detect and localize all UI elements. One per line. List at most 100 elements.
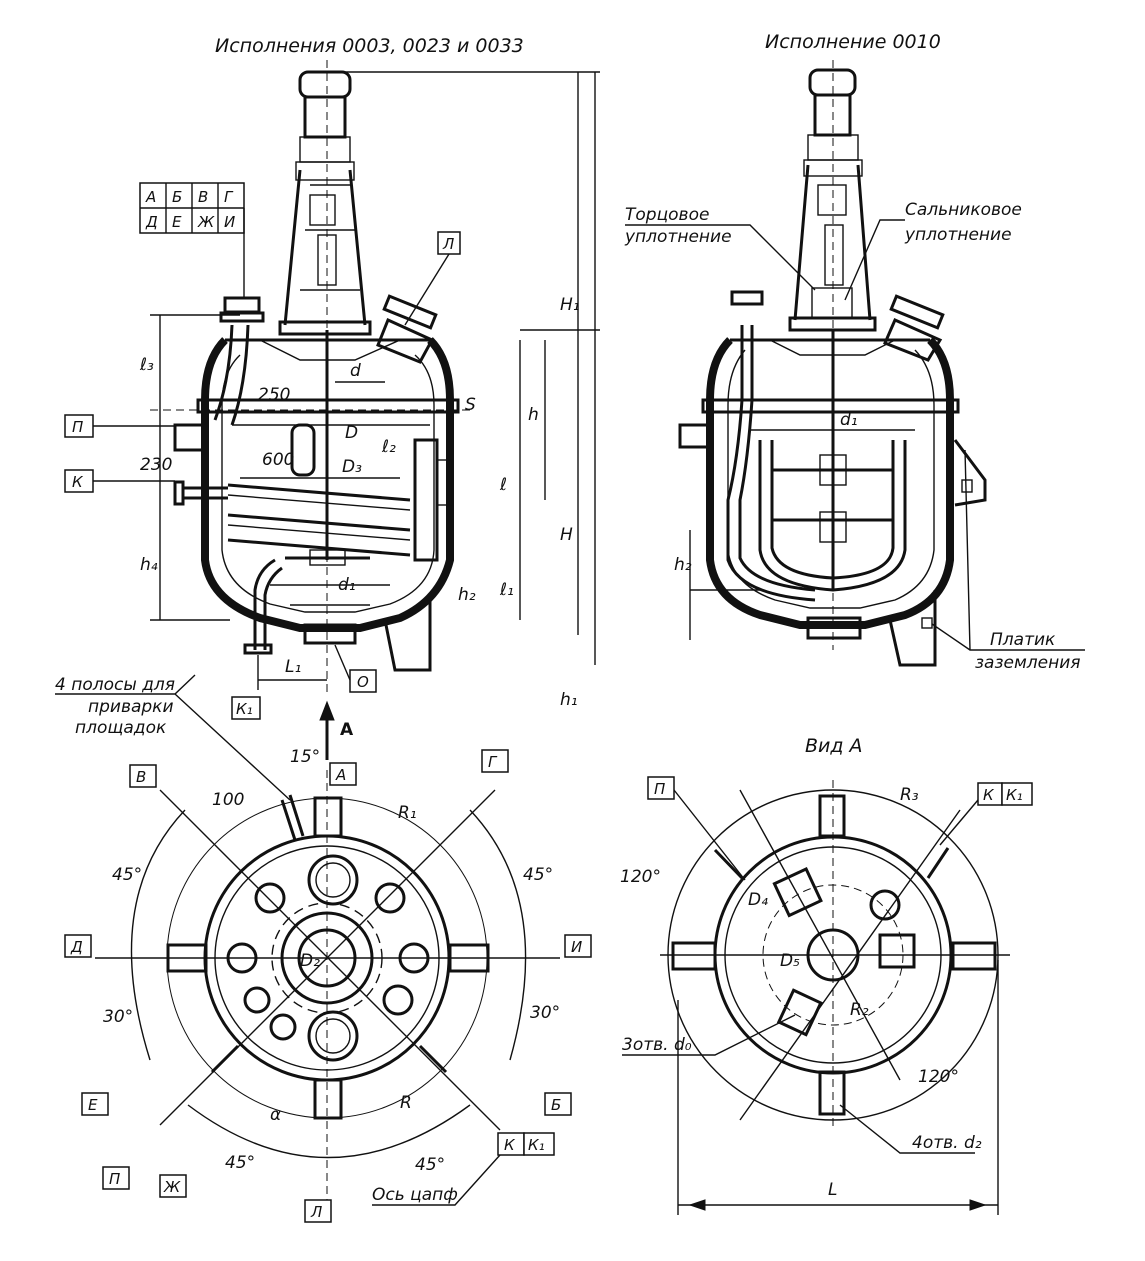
plan-label-r: R [400,1093,412,1113]
level-gauge [290,423,316,477]
gland-seal-leader [844,219,905,301]
va-port-top-right [869,889,901,921]
r-body-flange [701,398,960,414]
plan-diagonals [159,789,501,1131]
nozzle-k-pipe [183,486,228,500]
plan-label-v: В [136,768,146,786]
port-e [243,986,271,1014]
plan-lower-arc [187,1104,471,1159]
trunnion-axis-leader [372,1154,501,1206]
plan-dim-100: 100 [212,790,244,810]
plan-side-arcs [130,809,527,1061]
plan-box-e [81,1092,109,1116]
table-cell-i: И [224,213,235,231]
va-label-r2: R₂ [850,1000,869,1020]
va-angle-120-left: 120° [620,867,661,887]
plan-label-d2: D₂ [300,951,320,971]
plan-label-k1: К₁ [528,1136,545,1154]
dim-label-L1: L₁ [285,657,301,677]
va-leader-k [939,799,979,846]
strips-text-1: 4 полосы для [55,675,175,695]
port-bottom [307,1010,359,1062]
plan-label-e: Е [88,1096,98,1114]
plan-angle-30-left: 30° [103,1007,133,1027]
face-seal-leader [625,224,816,291]
dim-label-l1: ℓ₁ [499,580,514,600]
dip-pipe-top-2 [230,324,250,426]
va-label-r3: R₃ [900,785,919,805]
dim-label-h2-right: h₂ [674,555,692,575]
port-bottom-inner [315,1018,351,1054]
r-lug-detail [961,479,973,493]
dim-label-D3: D₃ [342,457,362,477]
r-vessel-inner-wall [727,349,935,609]
va-holes-3-leader [622,1014,796,1056]
left-plan-view: А В Г Д И Е Б П Ж Л К К₁ 15° 100 45° 45°… [64,747,592,1223]
va-diagonals [739,789,961,1121]
va-lug-left [671,941,717,971]
motor-cap [298,70,352,99]
r-side-lug [953,439,987,507]
motor-flange [299,136,351,163]
plan-box-v [129,764,157,788]
va-holes-4-leader [839,1104,975,1154]
table-cell-b: Б [172,188,182,206]
anchor-agitator [758,440,907,592]
va-port-bottom [776,988,823,1037]
dim-label-l3: ℓ₃ [139,355,154,375]
plan-angle-45-br: 45° [415,1155,445,1175]
label-k-left: К [72,473,84,491]
dim-h2-right-line [689,530,760,640]
plan-label-g: Г [488,753,498,771]
view-a-plan: П К К₁ R₃ D₄ D₅ R₂ 120° 120° L 3отв. d₀ … [620,776,1033,1215]
ground-pad-text-2: заземления [975,653,1081,673]
table-cell-v: В [198,188,208,206]
nozzle-p-flange [173,423,207,452]
lug-bottom [313,1078,343,1120]
strips-text-2: приварки [88,697,174,717]
r-drive-frame [793,164,872,321]
dim-label-small-h1: h₁ [560,690,578,710]
dim-h4-line [150,314,240,621]
dim-label-250: 250 [258,385,290,405]
plan-label-a: А [335,766,346,784]
dim-h-line [519,329,600,620]
r-ground-pad [921,617,933,629]
va-axes [660,954,1010,1215]
bottom-nozzles [210,1044,448,1074]
plan-angle-15: 15° [290,747,320,767]
va-side-nozzles [713,847,950,880]
plan-label-d: Д [70,938,83,956]
top-left-nozzle-base [219,311,265,323]
drive-frame [283,169,367,326]
dim-label-230: 230 [140,455,172,475]
plan-angle-30-right: 30° [530,1003,560,1023]
port-top-inner [315,862,351,898]
dim-h1-line [345,71,600,665]
lug-top [313,796,343,838]
vessel-jacket [201,337,454,632]
dim-label-S: S [465,395,476,415]
r-coupling [817,184,847,216]
plan-box-k1 [523,1132,555,1156]
view-a-arrow-label: А [340,720,354,740]
plan-box-zh [159,1174,187,1198]
label-box-o [349,669,377,693]
plan-angle-alpha: α [270,1105,281,1125]
bottom-outlet [303,623,357,645]
leader-l-top [404,253,450,326]
nozzle-l [376,317,435,364]
nozzle-table-grid [140,183,244,233]
r-support-leg [888,590,937,667]
left-elevation-view: H₁ H h h₁ h₂ ℓ ℓ₁ ℓ₂ ℓ₃ h₄ L₁ d d₁ D D₃ … [55,60,600,801]
va-port-p [772,866,823,918]
dim-label-d1-right: d₁ [840,410,858,430]
dim-label-600: 600 [262,450,294,470]
top-left-nozzle-flange [223,296,261,314]
gland-seal-text-2: уплотнение [904,225,1012,245]
plan-angle-45-bl: 45° [225,1153,255,1173]
motor-body [303,95,347,139]
r-dip-pipe-2 [738,325,816,592]
